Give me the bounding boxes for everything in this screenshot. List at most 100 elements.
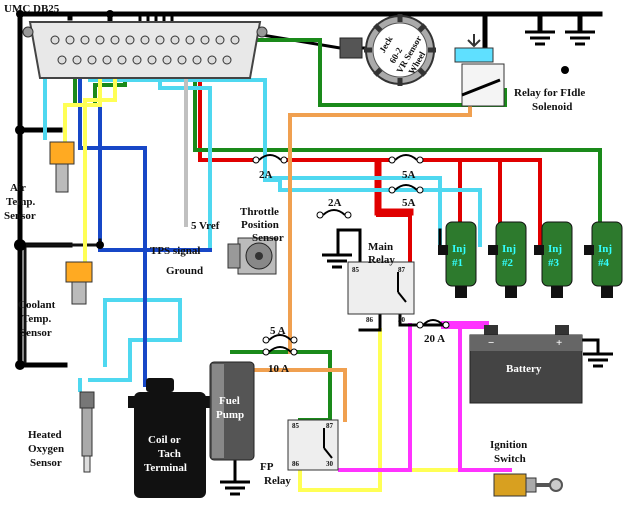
fp-relay-pin-85: 85 [292, 422, 300, 430]
air-temp-label-3: Sensor [4, 210, 36, 222]
tps-label-1: Throttle [240, 206, 279, 218]
junction-dots [14, 10, 114, 370]
ground-symbols [220, 30, 613, 496]
red-main-feed [374, 161, 414, 216]
fidle-relay: Relay for FIdle Solenoid [454, 34, 585, 113]
coolant-label-1: Coolant [18, 299, 56, 311]
fuse-2a-mid-label: 2A [328, 197, 342, 209]
fuse-5a-top-label: 5A [402, 169, 416, 181]
battery-plus-icon: + [556, 337, 562, 349]
coolant-label-2: Temp. [22, 313, 51, 325]
fuse-5a-mid-label: 5A [402, 197, 416, 209]
magenta-wire-ignition [338, 323, 512, 472]
battery: − + Battery [469, 325, 583, 404]
injector-4: Inj #4 [584, 221, 623, 298]
main-relay-pin-86: 86 [366, 316, 374, 324]
fidle-relay-label-2: Solenoid [532, 101, 572, 113]
fuel-pump: Fuel Pump [209, 361, 255, 461]
fuse-icon [252, 154, 288, 164]
db25-connector: UMC DB25 [4, 3, 268, 79]
fp-relay-label-2: Relay [264, 475, 291, 487]
fuse-5a-fp-label: 5 A [270, 325, 286, 337]
ground-icon [565, 30, 595, 46]
injector-3: Inj #3 [534, 221, 573, 298]
main-relay-label-1: Main [368, 241, 393, 253]
fuse-icon [262, 334, 298, 344]
fuse-20a-label: 20 A [424, 333, 445, 345]
coolant-temp-sensor: Coolant Temp. Sensor [18, 261, 93, 339]
ignition-coil: Coil or Tach Terminal [128, 378, 212, 498]
blue-wire-coil [78, 43, 147, 387]
battery-minus-icon: − [488, 337, 494, 349]
ground-icon [220, 460, 250, 496]
o2-label-1: Heated [28, 429, 62, 441]
battery-label: Battery [506, 363, 542, 375]
tps-signal-label: TPS signal [150, 245, 200, 257]
throttle-position-sensor: 5 Vref Throttle Position Sensor TPS sign… [150, 206, 284, 277]
main-relay-pin-87: 87 [398, 266, 406, 274]
fuel-pump-label-2: Pump [216, 409, 244, 421]
black-wire-battery-ground [578, 338, 600, 354]
ignition-label-1: Ignition [490, 439, 527, 451]
coil-label-2: Tach [158, 448, 181, 460]
ground-icon [525, 30, 555, 46]
fuse-icon [388, 184, 424, 194]
fuse-icon [262, 346, 298, 356]
cyan-wire-o2 [78, 298, 182, 392]
fp-relay: 85 86 87 30 FP Relay [260, 419, 339, 487]
tps-label-2: Position [241, 219, 279, 231]
key-icon [536, 478, 563, 492]
ground-point-icon [561, 66, 569, 74]
o2-label-3: Sensor [30, 457, 62, 469]
o2-label-2: Oxygen [28, 443, 64, 455]
ground-icon [583, 352, 613, 368]
air-temp-label-2: Temp. [6, 196, 35, 208]
injector-1: Inj #1 [438, 221, 477, 298]
injector-label-3b: #3 [548, 257, 560, 269]
coil-label-1: Coil or [148, 434, 181, 446]
injector-2: Inj #2 [488, 221, 527, 298]
green-wire-relay-fidle [238, 38, 507, 107]
fp-relay-pin-86: 86 [292, 460, 300, 468]
black-wire-main-relay [336, 228, 447, 332]
coil-label-3: Terminal [144, 462, 187, 474]
fuse-2a-top-label: 2A [259, 169, 273, 181]
main-relay-pin-30: 30 [398, 316, 406, 324]
ground-icon [322, 253, 352, 269]
injector-label-1a: Inj [452, 243, 466, 255]
connector-label: UMC DB25 [4, 3, 60, 15]
injector-label-4b: #4 [598, 257, 610, 269]
fuse-10a-fp-label: 10 A [268, 363, 289, 375]
main-relay: 85 87 86 30 Main Relay [347, 241, 415, 324]
injector-label-1b: #1 [452, 257, 463, 269]
ground-label: Ground [166, 265, 203, 277]
fuse-icon [416, 319, 450, 329]
injector-label-2b: #2 [502, 257, 514, 269]
air-temp-label-1: Air [10, 182, 26, 194]
fuse-icon [388, 154, 424, 164]
ignition-switch: Ignition Switch [490, 439, 563, 497]
fidle-relay-label-1: Relay for FIdle [514, 87, 585, 99]
injector-label-2a: Inj [502, 243, 516, 255]
vref-label: 5 Vref [191, 220, 220, 232]
air-temp-sensor: Air Temp. Sensor [4, 141, 75, 222]
injector-label-4a: Inj [598, 243, 612, 255]
fuel-pump-label-1: Fuel [219, 395, 240, 407]
main-relay-label-2: Relay [368, 254, 395, 266]
fuses: 2A 5A 2A 5A 5 A 10 A 20 A [252, 154, 450, 375]
crank-sensor: Jeck 60-2 VR Sensor Wheel [339, 14, 436, 86]
injector-label-3a: Inj [548, 243, 562, 255]
fuse-icon [316, 209, 352, 219]
tps-label-3: Sensor [252, 232, 284, 244]
ignition-label-2: Switch [494, 453, 526, 465]
main-relay-pin-85: 85 [352, 266, 360, 274]
cyan-wire-injectors [268, 176, 482, 247]
fp-relay-label-1: FP [260, 461, 274, 473]
blue-wire-tps [98, 58, 212, 252]
gear-icon [364, 14, 436, 86]
injectors: Inj #1 Inj #2 Inj #3 Inj #4 [438, 221, 623, 298]
fp-relay-pin-30: 30 [326, 460, 334, 468]
coolant-label-3: Sensor [20, 327, 52, 339]
